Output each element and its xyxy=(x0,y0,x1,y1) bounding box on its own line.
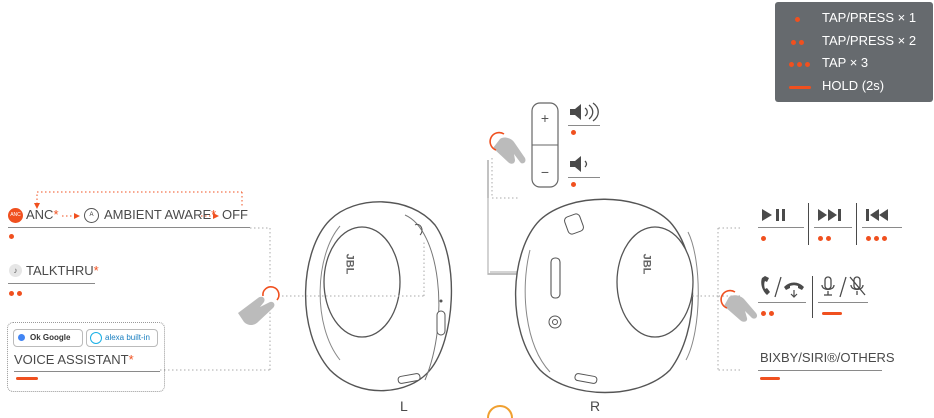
previous-track-tap-dot xyxy=(874,236,879,241)
talkthru-tap-dot xyxy=(17,291,22,296)
call-underline xyxy=(758,302,806,303)
voice-assistant-hold-dash xyxy=(16,377,38,380)
anc-underline xyxy=(8,227,250,228)
google-assistant-icon xyxy=(18,334,25,341)
three-dots-icon xyxy=(787,58,817,72)
svg-text:+: + xyxy=(541,110,549,126)
next-track-tap-dot xyxy=(826,236,831,241)
separator xyxy=(812,276,813,318)
legend-row-tap-once: TAP/PRESS × 1 xyxy=(775,9,933,31)
play-pause-tap-dot xyxy=(761,236,766,241)
anc-icon: ANC xyxy=(8,208,23,223)
legend-label: TAP × 3 xyxy=(822,55,869,70)
volume-up-underline xyxy=(568,125,600,126)
previous-track-tap-dot xyxy=(882,236,887,241)
play-pause-icon xyxy=(762,209,785,221)
volume-down-icon xyxy=(570,156,588,172)
call-tap-dot xyxy=(769,311,774,316)
volume-hand-gesture-icon xyxy=(489,131,526,164)
legend-row-tap-twice: TAP/PRESS × 2 xyxy=(775,32,933,54)
alexa-badge: alexa built-in xyxy=(86,329,158,347)
volume-down-tap-dot xyxy=(571,182,576,187)
one-dot-icon xyxy=(787,13,817,27)
mute-underline xyxy=(818,302,868,303)
dash-icon xyxy=(787,81,817,95)
separator xyxy=(856,203,857,245)
gesture-legend: TAP/PRESS × 1 TAP/PRESS × 2 TAP × 3 HOLD… xyxy=(775,2,933,102)
voice-assistant-underline xyxy=(14,371,160,372)
svg-text:−: − xyxy=(541,164,549,180)
off-label: OFF xyxy=(222,207,248,222)
voice-assistant-label: VOICE ASSISTANT* xyxy=(14,352,134,367)
volume-up-tap-dot xyxy=(571,130,576,135)
left-earcup-label: L xyxy=(400,398,408,414)
ok-google-text: Ok Google xyxy=(30,333,71,342)
previous-track-underline xyxy=(862,227,902,228)
volume-up-icon xyxy=(570,102,599,122)
ok-google-badge: Ok Google xyxy=(13,329,83,347)
legend-row-hold: HOLD (2s) xyxy=(775,77,933,99)
right-earcup-label: R xyxy=(590,398,601,414)
legend-label: HOLD (2s) xyxy=(822,78,885,93)
legend-label: TAP/PRESS × 2 xyxy=(822,33,917,48)
alexa-text: alexa built-in xyxy=(105,333,150,342)
voice-assistant-box xyxy=(7,322,165,392)
bixby-underline xyxy=(758,370,882,371)
play-pause-underline xyxy=(758,227,804,228)
talkthru-label: TALKTHRU* xyxy=(26,263,99,278)
left-hand-gesture-icon xyxy=(238,286,280,325)
next-track-underline xyxy=(814,227,852,228)
answer-end-call-icon xyxy=(761,276,804,298)
call-tap-dot xyxy=(761,311,766,316)
left-brand-logo: JBL xyxy=(343,253,356,275)
bixby-siri-label: BIXBY/SIRI®/OTHERS xyxy=(760,350,895,365)
alexa-icon xyxy=(90,332,102,344)
anc-label: ANC* xyxy=(26,207,59,222)
right-brand-logo: JBL xyxy=(640,253,653,275)
ambient-aware-icon: A xyxy=(84,208,99,223)
two-dots-icon xyxy=(787,36,817,50)
next-track-icon xyxy=(818,209,841,221)
anc-tap-dot xyxy=(9,234,14,239)
bixby-hold-dash xyxy=(760,377,780,380)
volume-down-underline xyxy=(568,177,600,178)
right-hand-gesture-icon xyxy=(720,289,758,322)
legend-row-tap-three: TAP × 3 xyxy=(775,54,933,76)
talkthru-icon: ♪ xyxy=(9,264,22,277)
mute-unmute-icon xyxy=(821,276,866,298)
volume-control: + − xyxy=(531,102,559,188)
ambient-aware-label: AMBIENT AWARE* xyxy=(104,207,217,222)
previous-track-tap-dot xyxy=(866,236,871,241)
previous-track-icon xyxy=(866,209,888,221)
legend-label: TAP/PRESS × 1 xyxy=(822,10,917,25)
talkthru-underline xyxy=(8,283,95,284)
mute-hold-dash xyxy=(822,312,842,315)
talkthru-tap-dot xyxy=(9,291,14,296)
separator xyxy=(808,203,809,245)
right-earcup xyxy=(514,198,699,394)
next-track-tap-dot xyxy=(818,236,823,241)
